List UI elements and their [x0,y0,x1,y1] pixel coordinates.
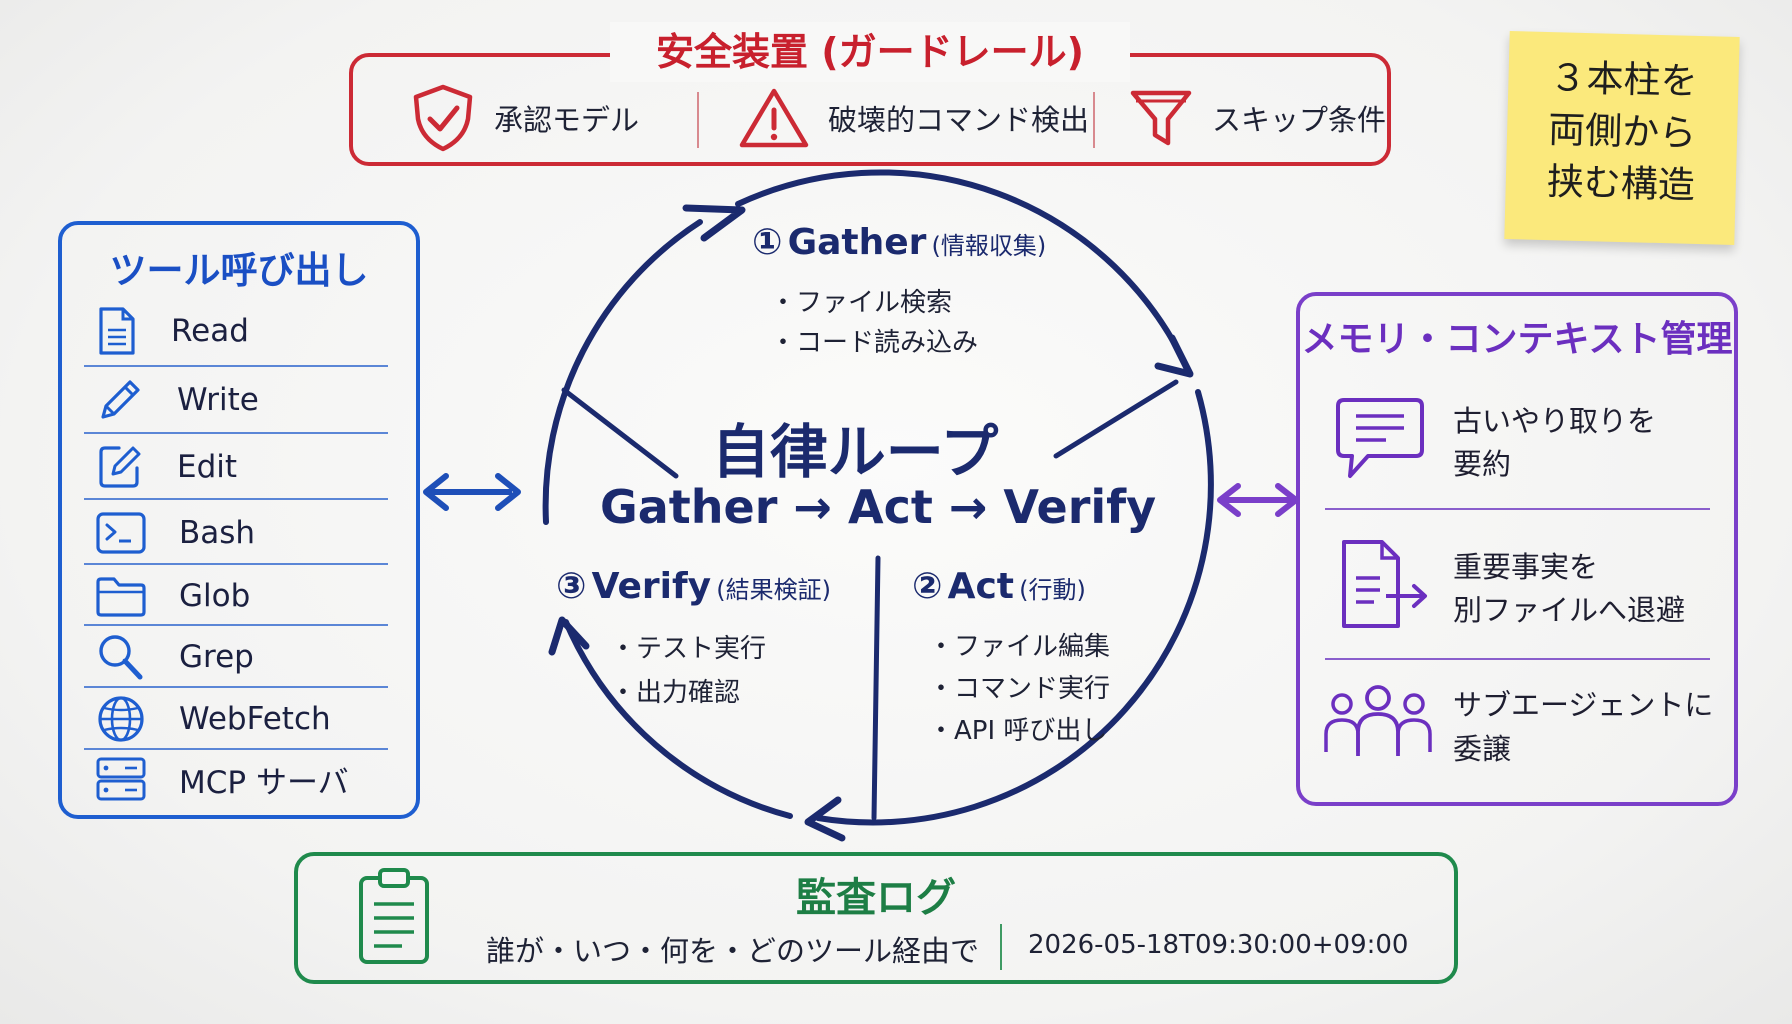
phase-bullet: ・ファイル検索 [770,288,953,318]
audit-panel [294,852,1458,984]
clipboard-icon [359,868,429,964]
memory-divider [1325,658,1710,660]
tool-divider [84,365,388,367]
phase-sub: (結果検証) [716,576,831,604]
loop-spoke-right [1053,379,1179,459]
globe-icon [98,696,144,742]
tools-title: ツール呼び出し [109,249,369,292]
file-icon [99,307,135,355]
phase-sub: (行動) [1019,576,1086,604]
tool-item-write: Write [95,375,395,425]
loop-arc-act-to-verify [815,389,1214,826]
tool-label: Write [177,382,259,418]
memory-connector-arrow [1217,483,1299,517]
search-icon [99,635,143,680]
phase-bullet: ・コマンド実行 [928,674,1111,704]
loop-flow: Gather → Act → Verify [600,480,1157,534]
memory-item-text: 別ファイルへ退避 [1453,593,1686,627]
loop-arc-gather-to-act [735,169,1191,373]
audit-title: 監査ログ [796,875,956,921]
phase-bullet: ・出力確認 [610,678,741,708]
safety-item-approval: 承認モデル [410,83,639,153]
filter-icon [1130,90,1192,146]
loop-spoke-bottom [871,555,881,821]
tool-label: Glob [179,578,251,614]
loop-arrowhead-left [548,616,590,656]
server-icon [96,757,146,801]
phase-number: ③ [556,566,587,607]
tool-label: Bash [179,515,256,551]
memory-item-text: 委譲 [1453,732,1512,766]
terminal-icon [96,512,146,554]
memory-panel [1296,292,1738,806]
warning-icon [739,88,809,148]
tool-divider [84,686,388,688]
memory-item-text: 要約 [1453,447,1512,481]
tool-label: Edit [177,449,238,485]
safety-divider [697,92,699,148]
safety-item-label: 承認モデル [494,103,640,137]
safety-item-skip: スキップ条件 [1128,83,1386,153]
tool-label: Grep [179,639,254,675]
memory-item-text: 重要事実を [1453,550,1599,584]
safety-item-label: スキップ条件 [1212,103,1387,137]
tool-label: WebFetch [179,701,331,737]
phase-name: Act [947,566,1014,607]
phase-number: ② [912,566,943,607]
safety-title: 安全装置 (ガードレール) [610,22,1130,82]
file-export-icon [1342,540,1427,628]
tool-item-edit: Edit [95,442,395,492]
tool-item-mcp-server: MCP サーバ [95,754,395,804]
loop-arrowhead-bottom [804,796,846,842]
phase-verify-heading: ③ Verify (結果検証) [556,566,831,607]
tool-divider [84,563,388,565]
pencil-icon [101,380,140,419]
people-icon [1324,685,1432,756]
edit-icon [99,446,141,488]
phase-bullet: ・テスト実行 [610,634,767,664]
phase-bullet: ・ファイル編集 [928,632,1111,662]
phase-act-heading: ② Act (行動) [912,566,1086,607]
phase-bullet: ・API 呼び出し [928,716,1108,746]
chat-summary-icon [1336,398,1424,478]
tool-divider [84,624,388,626]
phase-number: ① [752,222,783,263]
safety-item-destructive: 破壊的コマンド検出 [738,83,1089,153]
shield-check-icon [413,84,473,152]
loop-arrowhead-right [1154,334,1194,378]
tool-item-grep: Grep [95,632,395,682]
loop-spoke-left [561,387,679,479]
tool-label: Read [171,313,249,349]
memory-item-text: 古いやり取りを [1453,404,1657,438]
phase-name: Verify [591,566,712,607]
memory-item-text: サブエージェントに [1453,688,1714,722]
tool-divider [84,432,388,434]
tool-item-webfetch: WebFetch [95,694,395,744]
tool-item-read: Read [95,306,395,356]
phase-sub: (情報収集) [931,232,1047,260]
tools-connector-arrow [423,473,521,511]
audit-timestamp: 2026-05-18T09:30:00+09:00 [1028,930,1409,960]
loop-arrowhead-top [682,204,746,242]
loop-arc-verify-to-gather [542,219,703,525]
tool-item-bash: Bash [95,508,395,558]
memory-title: メモリ・コンテキスト管理 [1301,319,1733,360]
audit-divider [1000,924,1002,970]
tool-item-glob: Glob [95,571,395,621]
folder-icon [96,577,146,617]
tool-label: MCP サーバ [179,764,349,801]
phase-gather-heading: ① Gather (情報収集) [752,222,1046,263]
tools-panel [58,221,420,819]
safety-divider [1093,92,1095,148]
memory-divider [1325,508,1710,510]
loop-arc-verify-lower [563,619,793,819]
loop-title: 自律ループ [711,418,999,486]
tool-divider [84,748,388,750]
phase-name: Gather [787,222,927,263]
audit-description: 誰が・いつ・何を・どのツール経由で [486,934,980,968]
phase-bullet: ・コード読み込み [770,328,979,358]
safety-item-label: 破壊的コマンド検出 [828,103,1090,137]
tool-divider [84,498,388,500]
